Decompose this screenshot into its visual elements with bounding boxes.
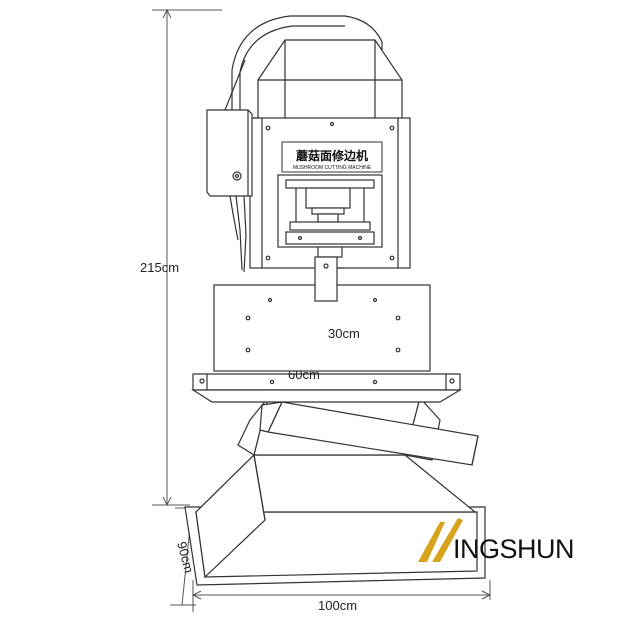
- nameplate-chinese: 蘑菇面修边机: [296, 148, 368, 163]
- discharge-chute: [259, 401, 479, 466]
- logo-text: INGSHUN: [453, 534, 574, 564]
- control-box: [206, 109, 253, 273]
- cutting-blade: [314, 246, 344, 302]
- work-table: [190, 373, 463, 403]
- nameplate-english: MUSHROOM CUTTING MACHINE: [293, 165, 372, 171]
- height-dimension: [152, 8, 222, 507]
- height-label: 215cm: [140, 260, 179, 275]
- width-label: 100cm: [318, 598, 357, 613]
- throat-depth-label: 30cm: [328, 326, 360, 341]
- press-ram: [277, 174, 383, 248]
- nameplate: [281, 141, 383, 173]
- brand-logo: [418, 518, 463, 562]
- logo-mark-icon: [418, 518, 463, 562]
- width-dimension: [191, 580, 492, 612]
- base-pedestal: [184, 396, 486, 586]
